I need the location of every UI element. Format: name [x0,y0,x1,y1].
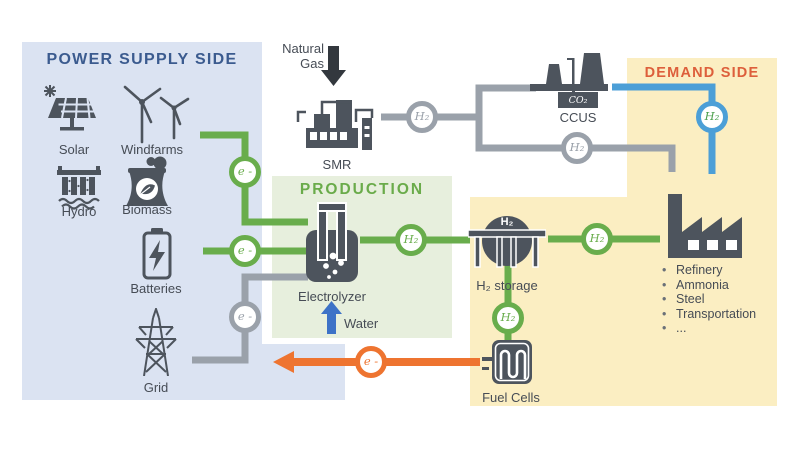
h2-badge-storage-fuelcells: H₂ [492,302,524,334]
fuel-cells-icon [482,340,532,384]
bullet: • [662,277,667,292]
smr-icon [296,100,374,150]
list-item: •Refinery [662,263,723,277]
biomass-label: Biomass [122,202,172,217]
electrolyzer-label: Electrolyzer [298,289,366,304]
h2-storage-sphere-label: H₂ [500,216,514,228]
power-supply-panel-extension [262,344,345,400]
demand-side-title: DEMAND SIDE [644,65,760,81]
electron-badge-grid: e - [229,301,261,333]
list-item: •... [662,321,687,335]
electron-badge-batteries: e - [229,235,261,267]
grid-label: Grid [143,380,169,395]
bullet: • [662,321,667,335]
ccus-icon [530,53,608,96]
water-label: Water [344,316,379,331]
power-supply-title: POWER SUPPLY SIDE [46,51,238,68]
blue-hydrogen-line [612,83,716,174]
natural-gas-label: Natural Gas [282,41,324,71]
production-panel [272,176,452,338]
solar-icon [44,85,96,131]
list-item: •Transportation [662,306,757,321]
smr-label: SMR [322,157,352,172]
h2-badge-gray-demand: H₂ [561,132,593,164]
hydro-label: Hydro [61,204,97,219]
windfarms-icon [123,85,190,144]
bullet: • [662,292,667,306]
batteries-icon [142,228,172,280]
solar-label: Solar [58,142,90,157]
electron-badge-windfarms: e - [229,156,261,188]
h2-storage-label: H₂ storage [476,278,538,293]
bullet: • [662,306,667,321]
list-item: •Steel [662,292,705,306]
natural-gas-arrow [321,46,346,86]
electron-badge-fuelcells: e - [355,346,387,378]
co2-box: CO₂ [558,92,598,108]
production-title: PRODUCTION [299,181,425,198]
bullet: • [662,263,667,277]
industry-list: •Refinery •Ammonia •Steel •Transportatio… [662,263,756,336]
h2-badge-smr: H₂ [406,101,438,133]
biomass-icon [126,156,168,206]
windfarms-label: Windfarms [120,142,184,157]
hydro-icon [57,166,101,210]
h2-storage-icon [468,216,546,268]
water-arrow [321,301,342,334]
factory-icon [668,194,742,258]
electrolyzer-icon [306,202,358,282]
h2-badge-storage-factory: H₂ [581,223,613,255]
list-item: •Ammonia [662,277,729,292]
h2-badge-ccus-clean: H₂ [696,101,728,133]
h2-badge-electrolyzer: H₂ [395,224,427,256]
grid-icon [135,308,177,376]
batteries-label: Batteries [130,281,182,296]
ccus-label: CCUS [559,110,597,125]
fuel-cells-label: Fuel Cells [482,390,540,405]
